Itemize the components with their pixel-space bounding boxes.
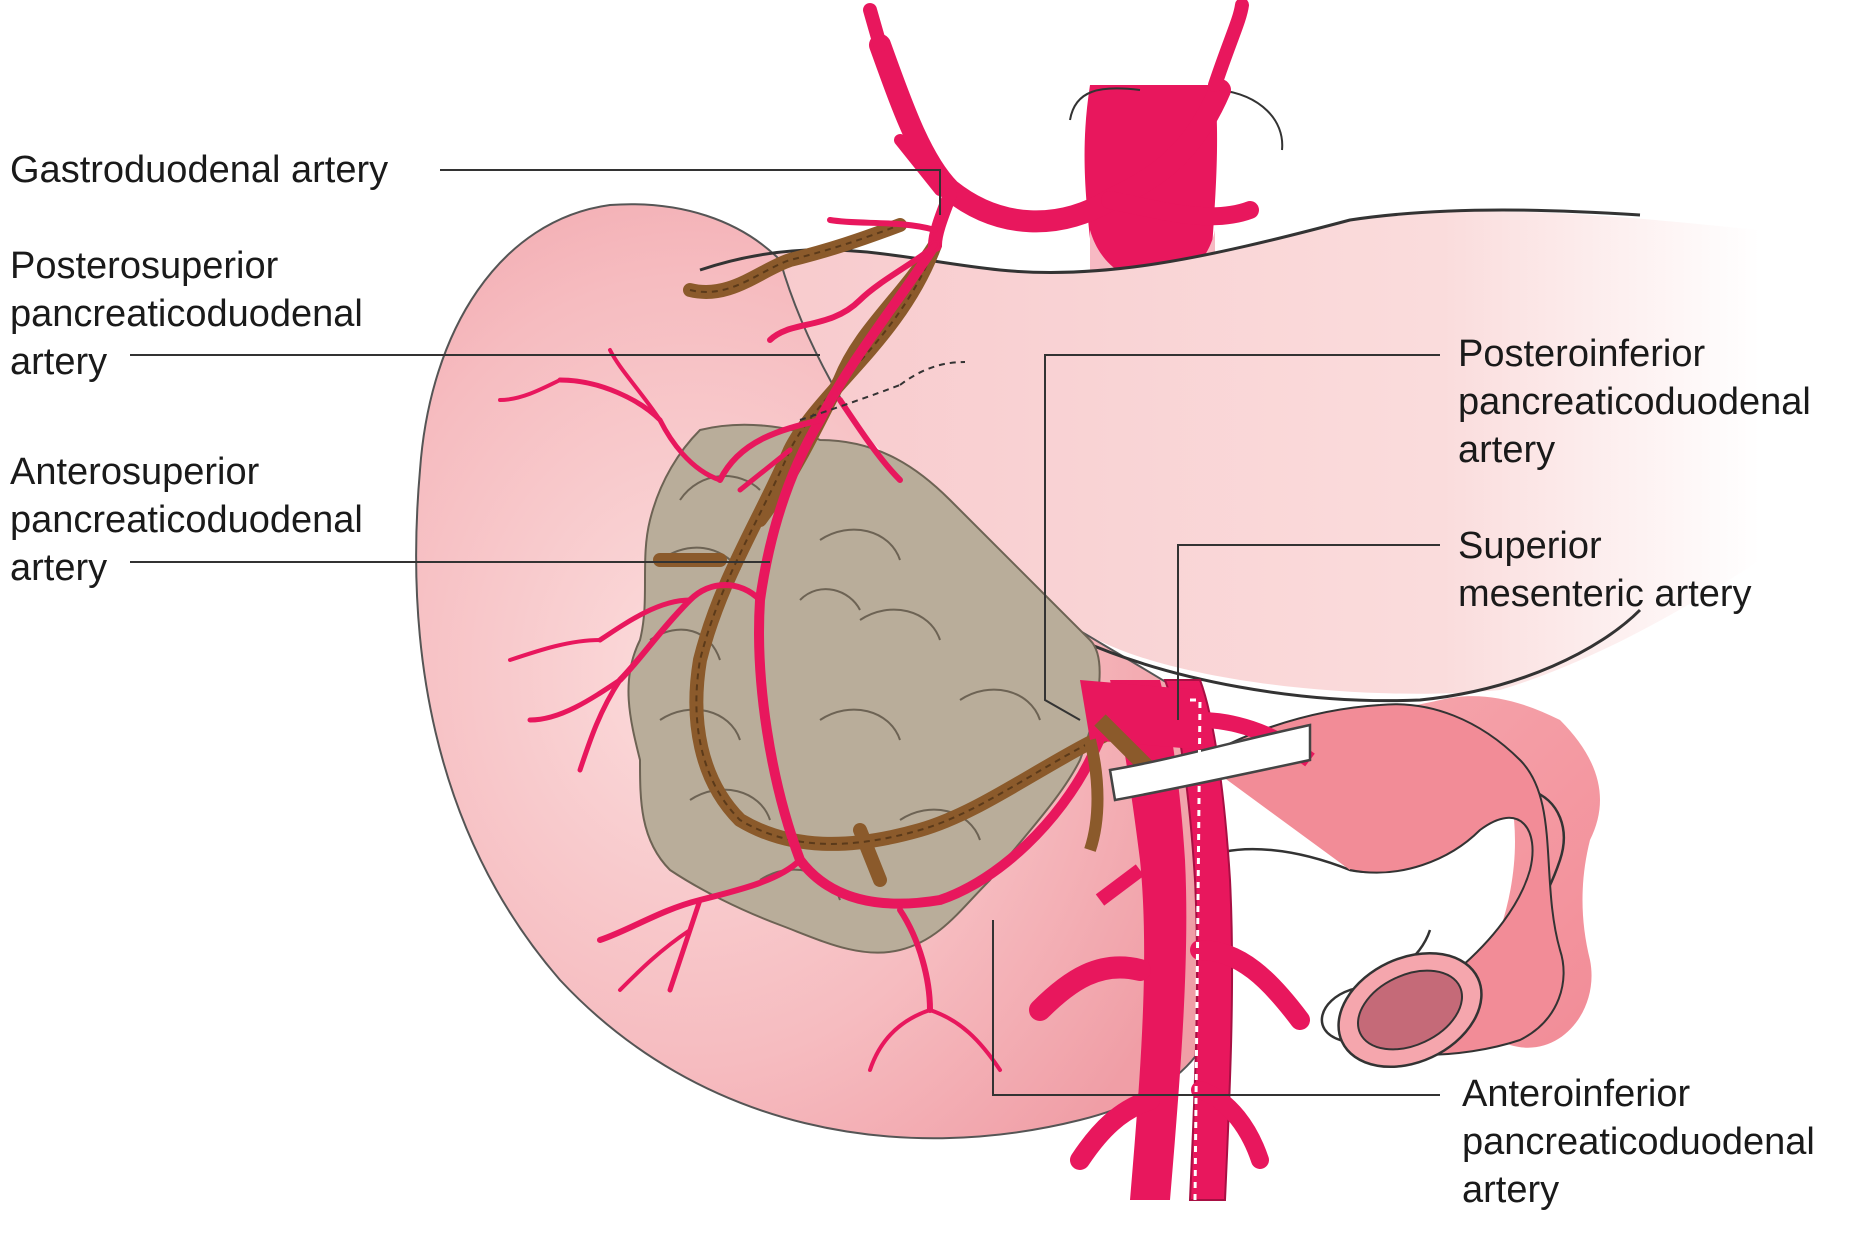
label-line: pancreaticoduodenal (10, 499, 363, 541)
label-line: Posteroinferior (1458, 333, 1706, 375)
label-superior-mesenteric-artery: Superior mesenteric artery (1458, 522, 1752, 618)
label-line: Anteroinferior (1462, 1073, 1691, 1115)
leader-lines (130, 169, 1440, 1096)
label-anteroinferior-pancreaticoduodenal-artery: Anteroinferior pancreaticoduodenal arter… (1462, 1070, 1815, 1214)
label-posteroinferior-pancreaticoduodenal-artery: Posteroinferior pancreaticoduodenal arte… (1458, 330, 1811, 474)
label-line: Superior (1458, 525, 1602, 567)
label-line: pancreaticoduodenal (1458, 381, 1811, 423)
jejunum (1199, 696, 1600, 1069)
label-line: Anterosuperior (10, 451, 260, 493)
label-line: artery (1458, 429, 1556, 471)
label-line: Gastroduodenal artery (10, 149, 389, 191)
label-gastroduodenal-artery: Gastroduodenal artery (10, 146, 388, 194)
posterior-arcade-dash (689, 224, 1141, 845)
label-line: artery (1462, 1169, 1560, 1211)
label-posterosuperior-pancreaticoduodenal-artery: Posterosuperior pancreaticoduodenal arte… (10, 242, 363, 386)
anterior-arcade (498, 217, 1115, 1072)
leader-dashes (799, 361, 966, 421)
superior-mesenteric-vessels (1029, 679, 1315, 1201)
label-line: artery (10, 341, 108, 383)
pancreas-body (700, 211, 1760, 694)
label-anterosuperior-pancreaticoduodenal-artery: Anterosuperior pancreaticoduodenal arter… (10, 448, 363, 592)
celiac-hepatic-artery (863, 0, 1259, 252)
label-line: mesenteric artery (1458, 573, 1752, 615)
label-line: pancreaticoduodenal (10, 293, 363, 335)
label-line: pancreaticoduodenal (1462, 1121, 1815, 1163)
label-line: artery (10, 547, 108, 589)
label-line: Posterosuperior (10, 245, 279, 287)
